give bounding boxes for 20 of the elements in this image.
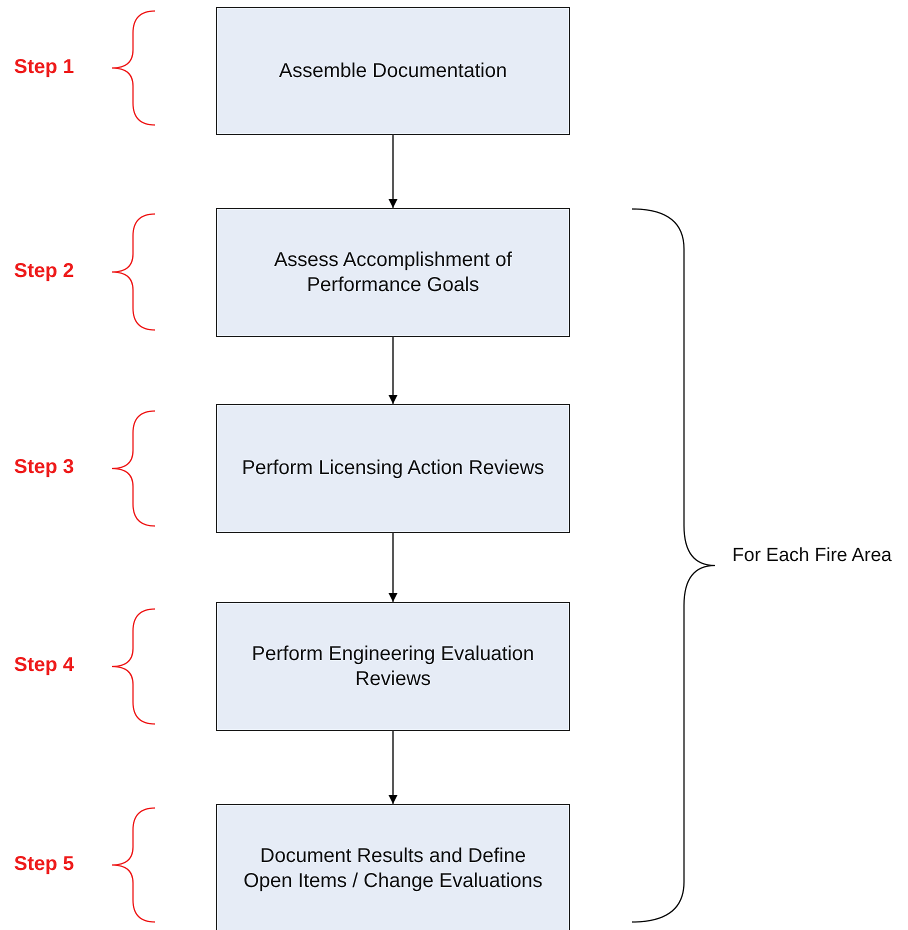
process-box (216, 404, 570, 533)
step-label: Step 4 (14, 654, 74, 677)
process-text: Perform Engineering Evaluation Reviews (250, 642, 536, 692)
step-label: Step 1 (14, 56, 74, 79)
arrow (388, 135, 398, 208)
process-box (216, 602, 570, 731)
arrow (388, 337, 398, 404)
process-text: Assemble Documentation (279, 58, 507, 84)
process-text: Perform Licensing Action Reviews (242, 456, 544, 481)
arrow (388, 533, 398, 602)
process-box (216, 7, 570, 135)
arrow (388, 731, 398, 804)
bracket-label: For Each Fire Area (731, 544, 893, 568)
process-box (216, 804, 570, 930)
process-text: Document Results and Define Open Items / Change Evaluations (242, 844, 544, 894)
step-label: Step 3 (14, 456, 74, 479)
process-box (216, 208, 570, 337)
process-text: Assess Accomplishment of Performance Goals (273, 248, 513, 298)
step-label: Step 5 (14, 853, 74, 876)
step-label: Step 2 (14, 260, 74, 283)
